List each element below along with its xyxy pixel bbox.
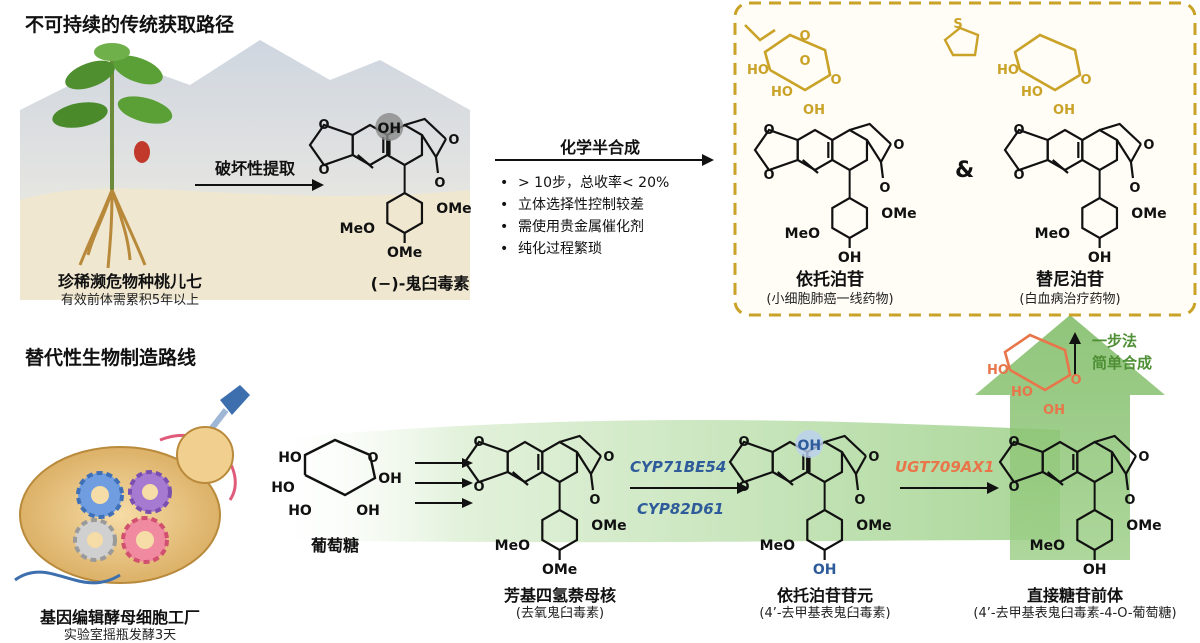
onestep-line2: 简单合成 <box>1092 354 1153 372</box>
cell-sub: 实验室摇瓶发酵3天 <box>63 628 177 643</box>
enzyme-ugt709ax1: UGT709AX1 <box>895 458 995 476</box>
semisynthesis-arrow <box>495 154 714 166</box>
plant-illustration <box>52 43 173 269</box>
ampersand: & <box>955 158 975 183</box>
teniposide-label: 替尼泊苷 <box>1036 270 1104 290</box>
precursor-label: 直接糖苷前体 <box>1026 586 1123 605</box>
traditional-route-title: 不可持续的传统获取路径 <box>25 14 235 36</box>
bio-route-title: 替代性生物制造路线 <box>25 347 197 369</box>
drawback-item: > 10步，总收率< 20% <box>500 172 669 194</box>
drawback-item: 立体选择性控制较差 <box>500 194 669 216</box>
aglycone-sub: (4’-去甲基表鬼臼毒素) <box>759 606 891 621</box>
onestep-line1: 一步法 <box>1092 332 1138 350</box>
extraction-label: 破坏性提取 <box>214 159 295 178</box>
cyp-arrow <box>630 482 749 494</box>
semisynthesis-drawbacks: > 10步，总收率< 20% 立体选择性控制较差 需使用贵金属催化剂 纯化过程繁… <box>500 172 669 260</box>
aglycone-label: 依托泊苷苷元 <box>776 586 873 605</box>
cell-label: 基因编辑酵母细胞工厂 <box>39 608 200 627</box>
plant-sub: 有效前体需累积5年以上 <box>60 293 200 308</box>
onestep-arrow <box>1069 332 1081 375</box>
semisynthesis-label: 化学半合成 <box>559 138 640 157</box>
plant-label: 珍稀濒危物种桃儿七 <box>57 272 202 291</box>
core-sub: (去氧鬼臼毒素) <box>515 606 605 621</box>
core-label: 芳基四氢萘母核 <box>503 586 616 605</box>
drawback-item: 需使用贵金属催化剂 <box>500 216 669 238</box>
etoposide-label: 依托泊苷 <box>796 270 864 290</box>
enzyme-cyp71be54: CYP71BE54 <box>630 458 727 476</box>
yeast-cell-illustration <box>14 385 250 585</box>
ugt-arrow <box>900 482 999 494</box>
extraction-arrow <box>195 179 324 191</box>
glucose-multistep-arrows <box>415 458 473 508</box>
glucose-label: 葡萄糖 <box>310 536 359 555</box>
drawback-item: 纯化过程繁琐 <box>500 238 669 260</box>
etoposide-sub: (小细胞肺癌一线药物) <box>766 292 894 307</box>
enzyme-cyp82d61: CYP82D61 <box>637 500 725 518</box>
podophyllotoxin-label: (−)-鬼臼毒素 <box>370 274 470 293</box>
precursor-sub: (4’-去甲基表鬼臼毒素-4-O-葡萄糖) <box>973 606 1177 621</box>
teniposide-sub: (白血病治疗药物) <box>1019 292 1121 307</box>
